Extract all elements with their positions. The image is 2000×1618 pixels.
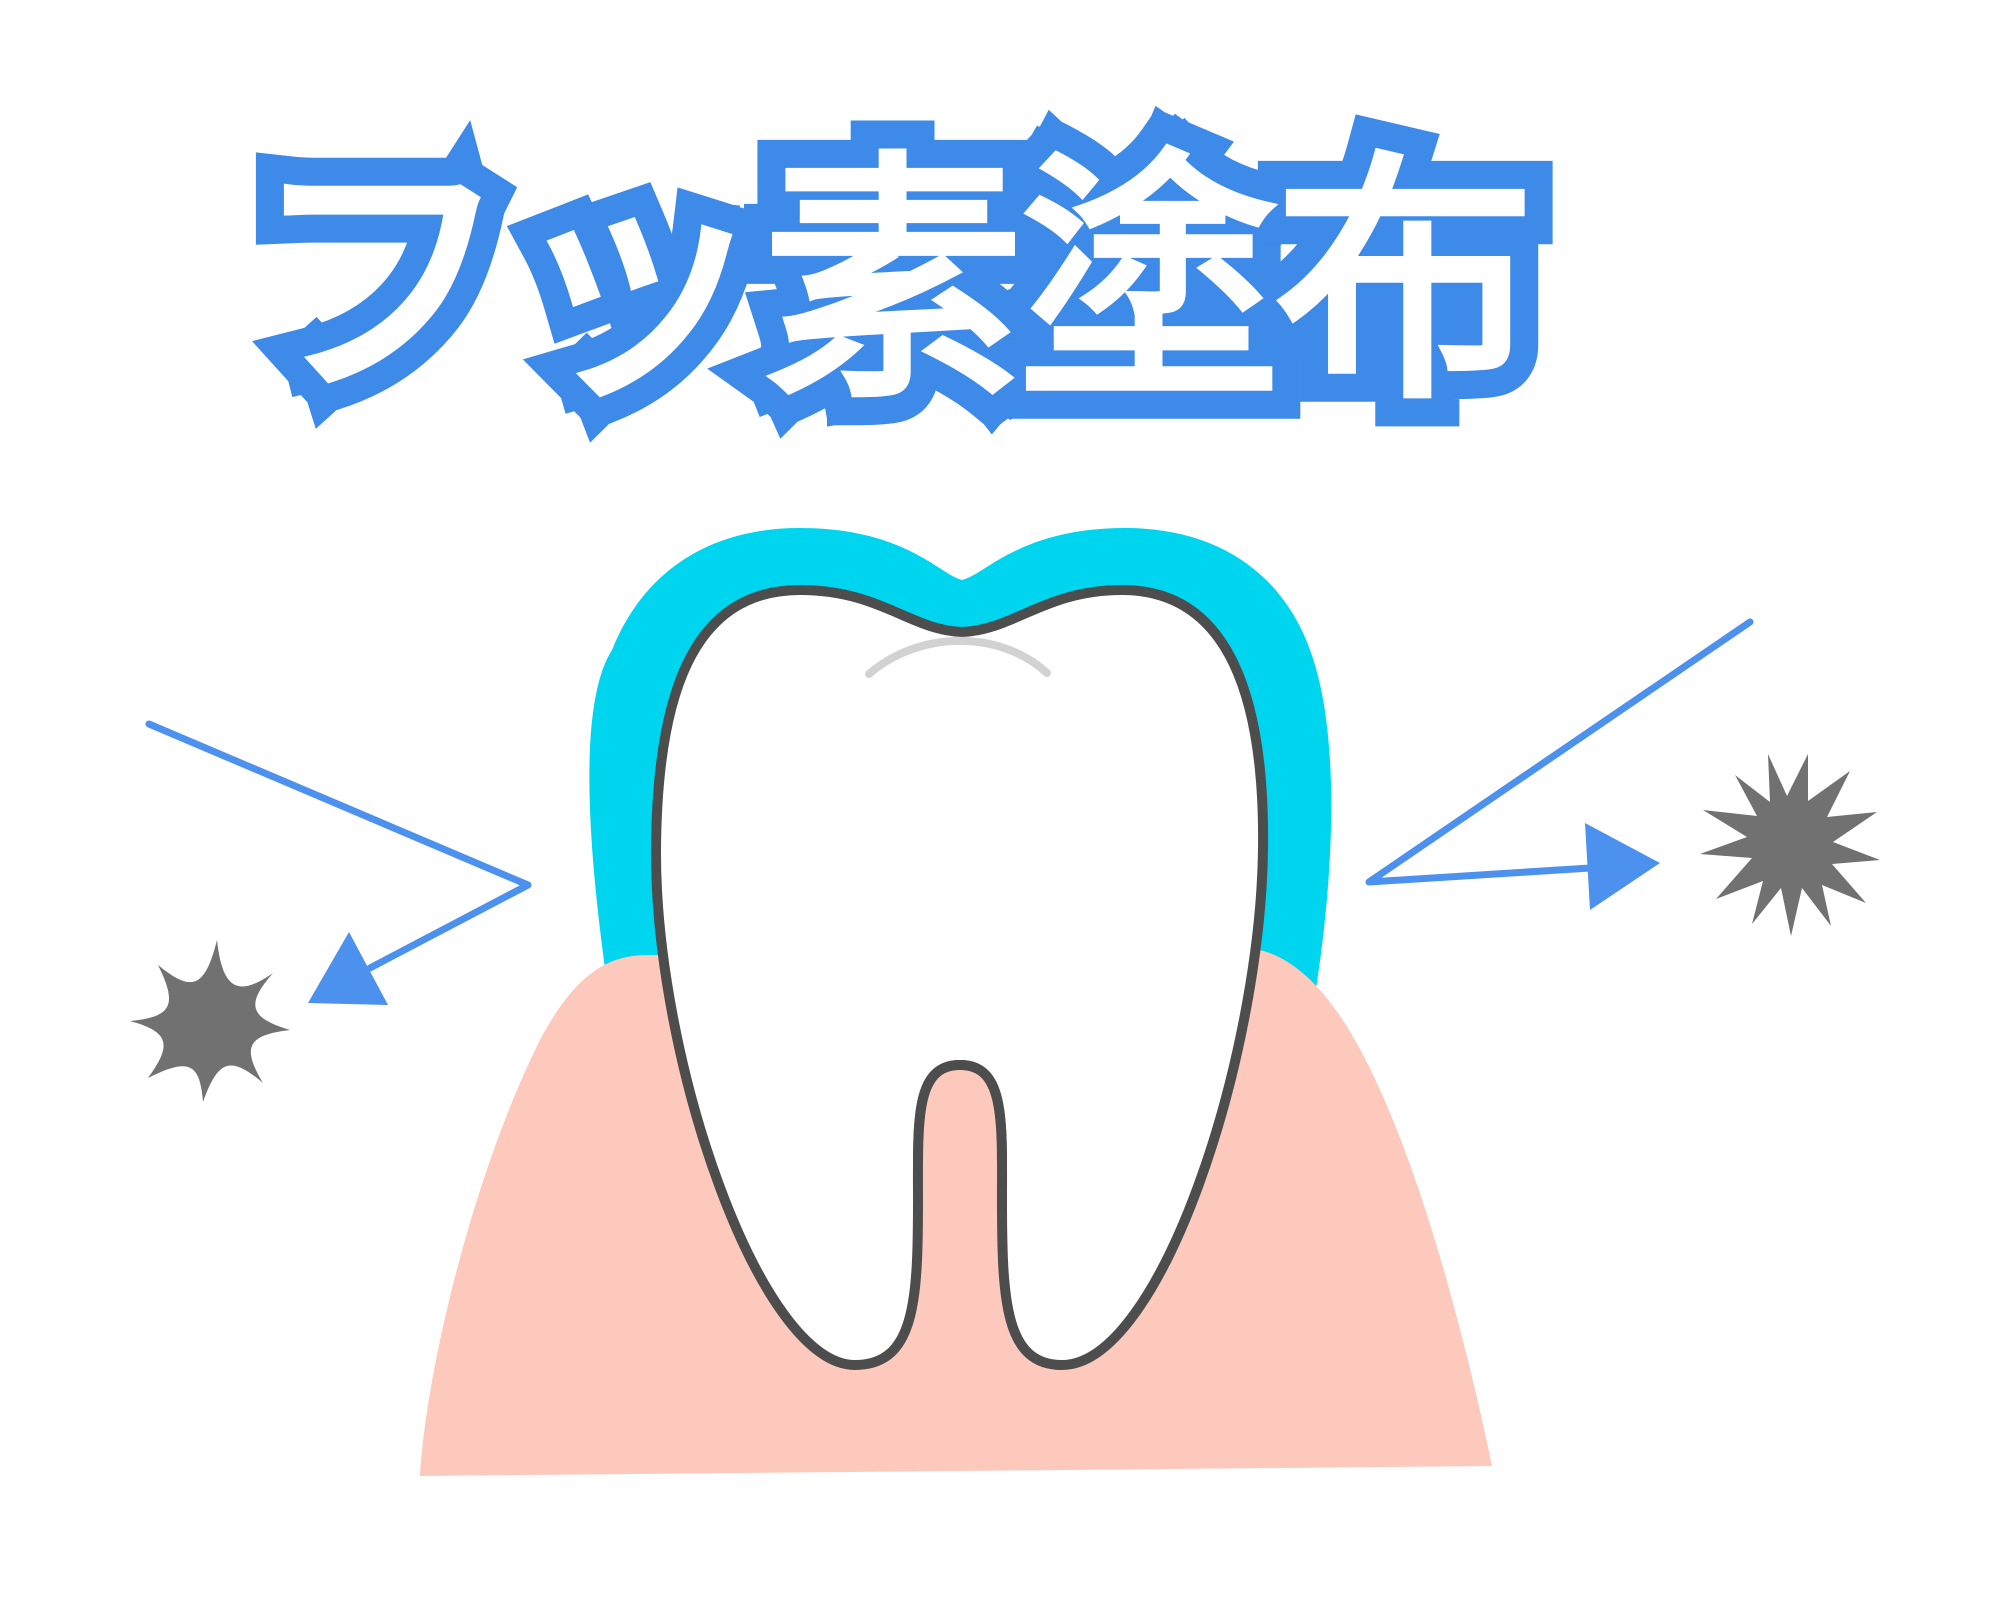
title-text: フッ素塗布 [250,130,1536,435]
crown-highlight [865,636,1051,678]
title: フッ素塗布 フッ素塗布 [222,102,1600,463]
left-deflected-arrow [145,720,532,1005]
root-gum-fill [912,1059,1008,1201]
title-outline: フッ素塗布 [222,102,1564,463]
left-arrowhead-icon [308,932,388,1005]
right-deflected-arrow [1365,618,1754,910]
right-impact-star-icon [1700,754,1880,936]
left-impact-star-icon [130,940,290,1102]
right-arrowhead-icon [1585,823,1660,910]
